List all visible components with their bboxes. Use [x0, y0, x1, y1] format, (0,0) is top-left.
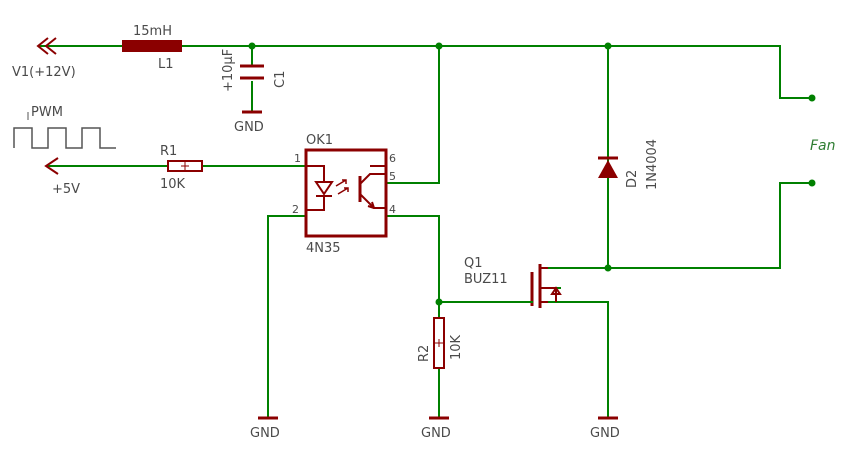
wire-pin4-gate — [385, 215, 509, 303]
fan-label: Fan — [810, 138, 836, 154]
c1-value: +10µF — [221, 49, 236, 92]
resistor-r1 — [167, 160, 203, 172]
ok1-pin-4: 4 — [389, 203, 396, 216]
junction-opto — [435, 42, 443, 50]
gnd-label-c1: GND — [234, 120, 264, 135]
resistor-r2 — [433, 317, 445, 369]
r1-value: 10K — [160, 177, 186, 192]
ok1-pin-1: 1 — [294, 152, 301, 165]
r2-value: 10K — [449, 334, 464, 360]
c1-name: C1 — [273, 71, 288, 88]
wire-pin2-gnd — [267, 215, 307, 419]
gnd-label-q1: GND — [590, 426, 620, 441]
mosfet-q1 — [530, 264, 562, 308]
junctions — [248, 42, 816, 306]
plus5v-arrow-icon — [44, 157, 59, 175]
v1-arrow-icon — [36, 37, 57, 55]
r2-name: R2 — [417, 345, 432, 362]
l1-value: 15mH — [133, 24, 172, 39]
wire-source-gnd — [547, 301, 609, 419]
d2-value: 1N4004 — [645, 139, 660, 190]
gnd-label-opto: GND — [250, 426, 280, 441]
v1-label: V1(+12V) — [12, 65, 76, 80]
fan-terminal-1 — [808, 94, 816, 102]
pwm-label: PWM — [31, 105, 63, 120]
gnd-label-r2: GND — [421, 426, 451, 441]
wire-opto-pin5 — [385, 45, 440, 184]
plus5v-label: +5V — [52, 182, 80, 197]
junction-gate — [435, 298, 443, 306]
d2-name: D2 — [625, 170, 640, 188]
ok1-pin-2: 2 — [292, 203, 299, 216]
inductor-l1 — [122, 40, 182, 52]
r1-name: R1 — [160, 144, 177, 159]
wire-drain-fan — [547, 182, 813, 269]
diode-d2 — [598, 156, 618, 178]
q1-value: BUZ11 — [464, 272, 508, 287]
optocoupler-ok1 — [304, 148, 388, 238]
junction-c1 — [248, 42, 256, 50]
fan-terminal-2 — [808, 179, 816, 187]
ok1-pin-5: 5 — [389, 170, 396, 183]
pwm-waveform-icon — [13, 112, 116, 149]
junction-diode-top — [604, 42, 612, 50]
ok1-name: OK1 — [306, 133, 333, 148]
ok1-pin-6: 6 — [389, 152, 396, 165]
junction-diode-bottom — [604, 264, 612, 272]
l1-name: L1 — [158, 57, 174, 72]
capacitor-c1 — [240, 64, 264, 80]
ok1-value: 4N35 — [306, 241, 341, 256]
wire-12v-rail — [181, 45, 813, 99]
q1-name: Q1 — [464, 256, 483, 271]
